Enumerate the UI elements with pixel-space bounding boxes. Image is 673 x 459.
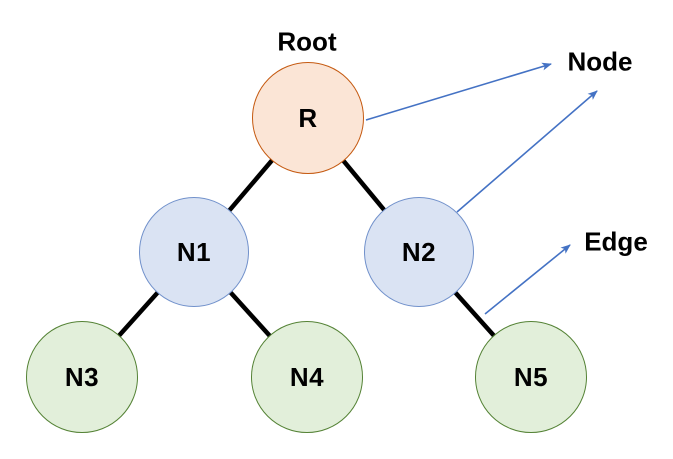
tree-node-N2: N2 — [364, 197, 474, 307]
callout-arrow-edge_label-2 — [484, 244, 571, 315]
tree-node-label-R: R — [298, 102, 318, 133]
edge-callout-label: Edge — [584, 226, 648, 257]
tree-node-N1: N1 — [139, 197, 249, 307]
tree-node-label-N3: N3 — [64, 361, 100, 392]
tree-node-N4: N4 — [251, 321, 363, 433]
tree-node-label-N5: N5 — [513, 361, 549, 392]
tree-node-N3: N3 — [26, 321, 138, 433]
tree-node-R: R — [252, 62, 364, 174]
tree-node-label-N2: N2 — [401, 236, 437, 267]
tree-node-label-N4: N4 — [289, 361, 325, 392]
callout-arrow-node_label-0 — [365, 62, 552, 121]
tree-node-N5: N5 — [475, 321, 587, 433]
root-label: Root — [277, 26, 337, 57]
node-callout-label: Node — [567, 46, 633, 77]
callout-arrow-node_label-1 — [456, 90, 598, 213]
tree-node-label-N1: N1 — [176, 236, 212, 267]
